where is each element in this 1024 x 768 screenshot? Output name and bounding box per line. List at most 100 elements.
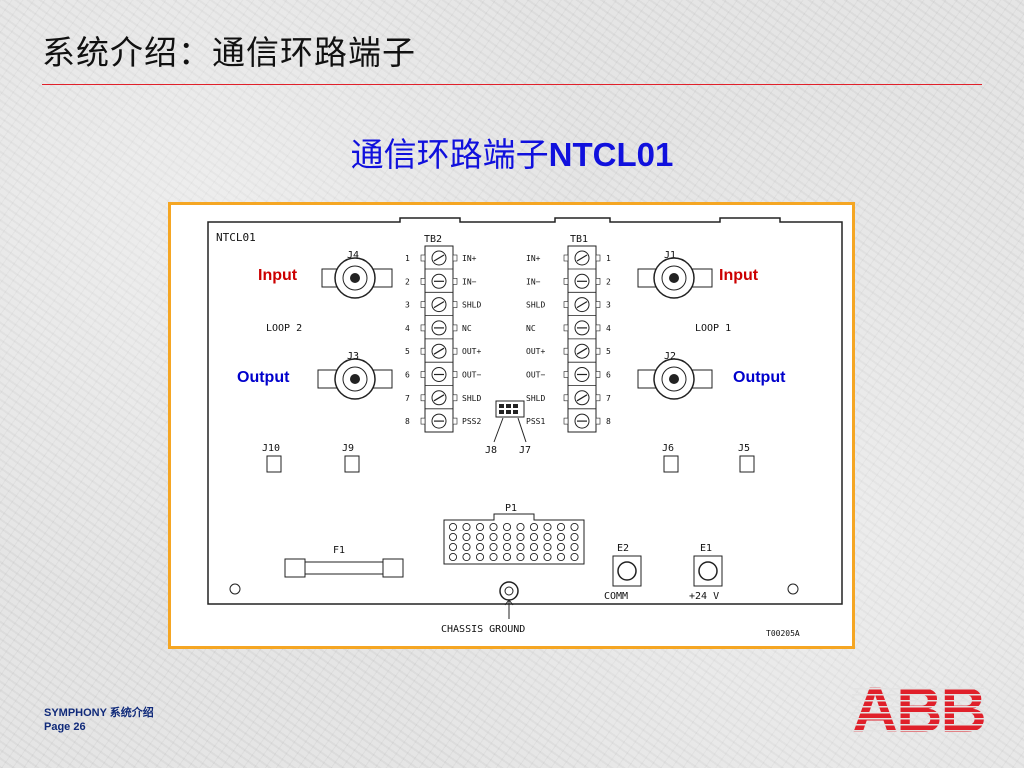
j2-label: J2: [664, 351, 676, 362]
tb1-terminal-label: SHLD: [526, 394, 545, 403]
j10-label: J10: [262, 443, 280, 454]
p1-pin: [489, 532, 498, 542]
f1-label: F1: [333, 545, 345, 556]
tb1-terminal-number: 5: [606, 347, 611, 356]
tb2-terminal-label: PSS2: [462, 417, 481, 426]
j6-jumper-icon: [663, 455, 679, 473]
footer: SYMPHONY 系统介绍 Page 26: [44, 706, 154, 734]
tb2-terminal-number: 3: [405, 301, 410, 310]
tb2-terminal-number: 8: [405, 417, 410, 426]
tb1-terminal-label: SHLD: [526, 301, 545, 310]
p1-pin: [570, 542, 579, 552]
p1-pin: [502, 542, 512, 552]
p1-pin: [475, 542, 485, 552]
input-label-left: Input: [258, 267, 298, 284]
e1-label: E1: [700, 543, 712, 554]
p1-pin: [502, 532, 512, 542]
p1-pin: [529, 532, 539, 542]
diagram-title-code: NTCL01: [548, 136, 674, 173]
p1-pin: [556, 552, 566, 562]
p1-pin: [516, 532, 525, 542]
footer-title: SYMPHONY 系统介绍: [44, 707, 154, 719]
tb1-label: TB1: [570, 234, 588, 245]
p1-pin: [475, 552, 485, 562]
tb2-terminal-label: SHLD: [462, 394, 481, 403]
p1-pin: [448, 522, 458, 532]
p1-pin: [570, 532, 579, 542]
plus24v-label: +24 V: [689, 591, 719, 602]
input-label-right: Input: [719, 267, 759, 284]
j2-bnc-connector-icon: [637, 358, 713, 400]
p1-pin: [556, 532, 566, 542]
tb1-terminal-number: 3: [606, 301, 611, 310]
tb1-terminal-label: OUT−: [526, 371, 545, 380]
tb1-terminal-number: 4: [606, 324, 611, 333]
p1-pin: [462, 522, 471, 532]
board-outline: [207, 217, 843, 605]
page-number: Page 26: [44, 721, 86, 733]
p1-pin: [543, 552, 552, 562]
j5-jumper-icon: [739, 455, 755, 473]
tb1-terminal-number: 6: [606, 371, 611, 380]
output-label-left: Output: [237, 369, 290, 386]
e2-terminal-icon: [612, 555, 642, 587]
f1-fuse-icon: [284, 558, 404, 578]
e1-terminal-icon: [693, 555, 723, 587]
p1-pin: [448, 552, 458, 562]
p1-pin: [489, 552, 498, 562]
j9-jumper-icon: [344, 455, 360, 473]
p1-pin: [448, 542, 458, 552]
loop1-label: LOOP 1: [695, 323, 731, 334]
j10-jumper-icon: [266, 455, 282, 473]
j1-bnc-connector-icon: [637, 257, 713, 299]
p1-pin: [516, 542, 525, 552]
j4-bnc-connector-icon: [321, 257, 393, 299]
tb2-terminal-label: IN+: [462, 254, 477, 263]
j3-label: J3: [347, 351, 359, 362]
j6-label: J6: [662, 443, 674, 454]
tb2-terminal-label: OUT+: [462, 347, 481, 356]
diagram-title: 通信环路端子NTCL01: [0, 128, 1024, 176]
tb1-terminal-label: NC: [526, 324, 536, 333]
j8-label: J8: [485, 445, 497, 456]
p1-pin: [529, 542, 539, 552]
p1-pin: [529, 552, 539, 562]
j5-label: J5: [738, 443, 750, 454]
tb1-terminal-label: OUT+: [526, 347, 545, 356]
tb1-terminal-number: 8: [606, 417, 611, 426]
p1-pin: [502, 552, 512, 562]
j4-label: J4: [347, 250, 359, 261]
tb1-terminal-number: 2: [606, 277, 611, 286]
mounting-hole-right: [787, 583, 799, 595]
p1-pin: [475, 532, 485, 542]
p1-pin: [516, 522, 525, 532]
comm-label: COMM: [604, 591, 628, 602]
p1-pin: [570, 522, 579, 532]
tb1-terminal-label: PSS1: [526, 417, 545, 426]
tb1-terminal-label: IN−: [526, 277, 541, 286]
p1-pin: [516, 552, 525, 562]
tb2-label: TB2: [424, 234, 442, 245]
chassis-ground-label: CHASSIS GROUND: [441, 624, 525, 635]
p1-pin: [556, 542, 566, 552]
p1-pin: [570, 552, 579, 562]
slide-title: 系统介绍：通信环路端子: [42, 33, 416, 72]
tb2-terminal-number: 4: [405, 324, 410, 333]
j7-label: J7: [519, 445, 531, 456]
p1-pin: [543, 522, 552, 532]
p1-pin: [489, 522, 498, 532]
p1-pin: [462, 532, 471, 542]
p1-pin: [543, 532, 552, 542]
p1-pin: [502, 522, 512, 532]
j9-label: J9: [342, 443, 354, 454]
output-label-right: Output: [733, 369, 786, 386]
board-name: NTCL01: [216, 231, 256, 244]
title-divider: [42, 84, 982, 85]
tb2-terminal-number: 6: [405, 371, 410, 380]
p1-pin: [543, 542, 552, 552]
abb-logo: ABB: [852, 680, 984, 736]
drawing-number: T00205A: [766, 629, 800, 638]
tb2-terminal-label: OUT−: [462, 371, 481, 380]
